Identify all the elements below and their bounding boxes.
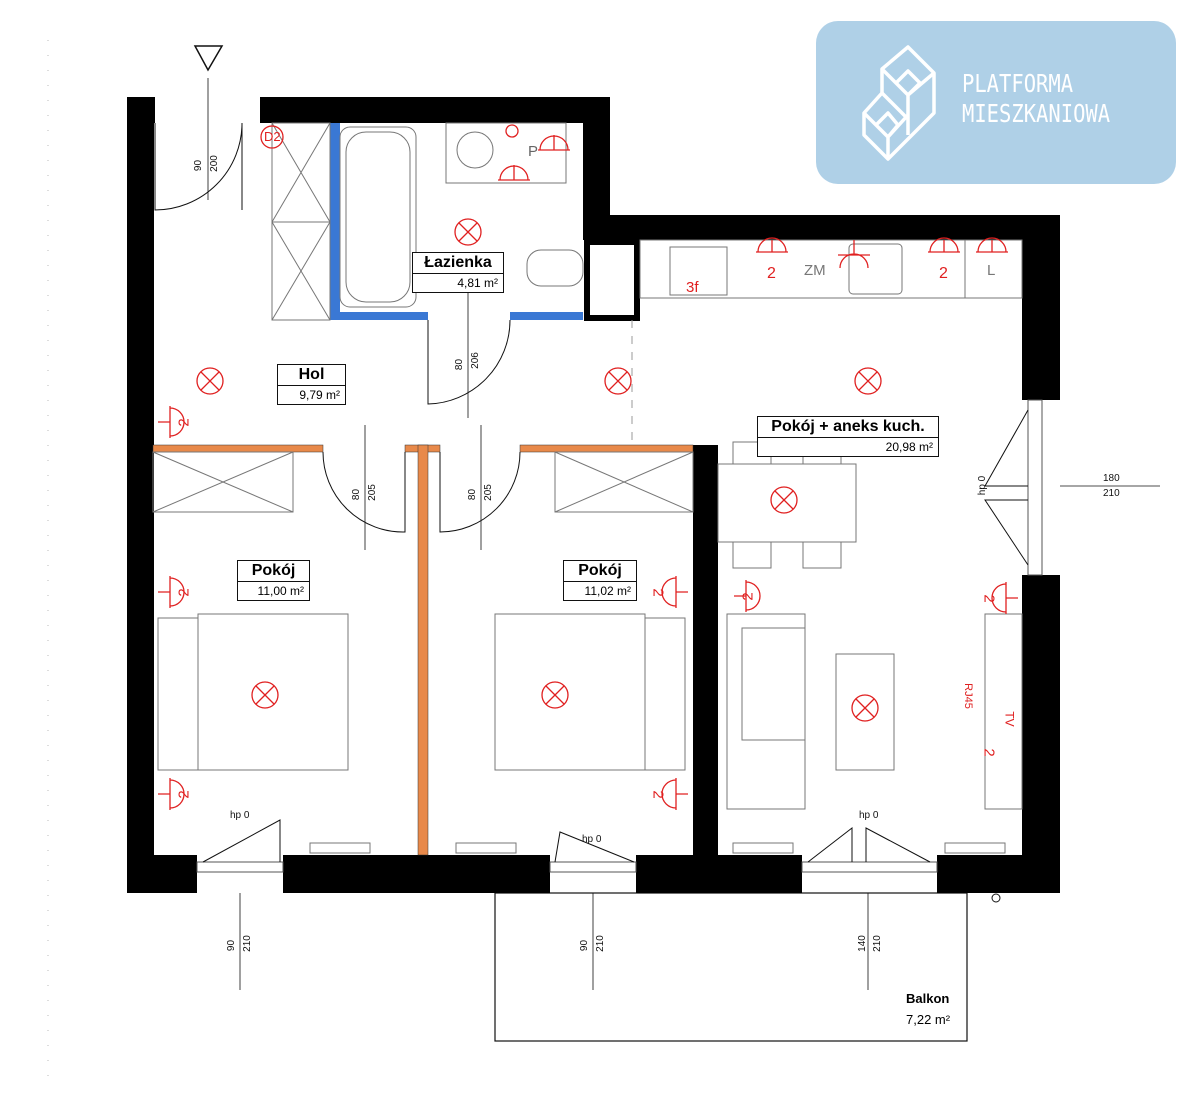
socket-count: 2 (175, 790, 193, 799)
tv-symbol: TV (1002, 711, 1017, 727)
dim-width: 90 (579, 939, 591, 952)
room-area: 11,02 m² (584, 584, 631, 598)
room-name: Hol (278, 365, 345, 386)
room-label-bedroom-left: Pokój 11,00 m² (237, 560, 310, 601)
room-area: 9,79 m² (299, 388, 340, 402)
socket-icons (158, 135, 1018, 810)
dim-height: 210 (594, 935, 606, 952)
d2-symbol: D2 (264, 129, 281, 144)
socket-count: 2 (980, 594, 998, 603)
dim-width: 80 (454, 358, 466, 371)
logo-line2: MIESZKANIOWA (962, 99, 1111, 128)
sill-height: hp 0 (230, 810, 250, 821)
dim-height: 210 (241, 935, 253, 952)
room-name: Pokój + aneks kuch. (758, 417, 938, 438)
dim-width: 80 (467, 488, 479, 501)
doors (154, 122, 633, 533)
room-name: Łazienka (413, 253, 503, 274)
socket-count: 2 (939, 265, 948, 282)
socket-count: 2 (649, 588, 667, 597)
dim-height: 210 (1103, 488, 1120, 499)
dim-width: 140 (856, 935, 868, 952)
socket-count: 2 (980, 748, 998, 757)
exterior-walls (127, 97, 1060, 893)
socket-count: 2 (739, 592, 757, 601)
dim-width: 80 (351, 488, 363, 501)
room-label-hall: Hol 9,79 m² (277, 364, 346, 405)
logo-cube-icon (862, 45, 936, 161)
room-label-bedroom-right: Pokój 11,02 m² (563, 560, 637, 601)
entrance-marker-icon (193, 45, 224, 72)
dimension-lines (207, 78, 1160, 990)
zm-symbol: ZM (804, 262, 826, 279)
sill-height: hp 0 (977, 475, 989, 496)
l-symbol: L (987, 262, 996, 279)
dim-height: 206 (469, 352, 481, 369)
sill-height: hp 0 (582, 834, 602, 845)
room-name: Pokój (238, 561, 309, 582)
dim-height: 205 (366, 484, 378, 501)
p-symbol: P (528, 143, 539, 160)
window-sashes (202, 409, 1029, 863)
windows (196, 399, 1043, 873)
ventilation-shaft (584, 239, 640, 321)
socket-count: 2 (175, 588, 193, 597)
room-label-living-kitchen: Pokój + aneks kuch. 20,98 m² (757, 416, 939, 457)
rj45-symbol: RJ45 (961, 683, 974, 709)
room-area: 20,98 m² (885, 440, 933, 454)
bathroom-walls (330, 123, 583, 320)
dim-width: 180 (1103, 473, 1120, 484)
dim-height: 205 (482, 484, 494, 501)
balcony-area: 7,22 m² (906, 1012, 951, 1027)
balcony-name: Balkon (906, 991, 950, 1006)
socket-count: 2 (649, 790, 667, 799)
sill-height: hp 0 (859, 810, 879, 821)
dim-height: 200 (208, 155, 220, 172)
dim-width: 90 (193, 159, 205, 172)
dim-height: 210 (871, 935, 883, 952)
ceiling-light-icons (196, 124, 882, 722)
socket-count: 2 (767, 265, 776, 282)
room-label-bathroom: Łazienka 4,81 m² (412, 252, 504, 293)
cooktop-3f-symbol: 3f (686, 279, 699, 296)
logo-line1: PLATFORMA (962, 69, 1074, 98)
interior-partitions (152, 444, 694, 856)
balcony-outline (494, 892, 968, 1042)
room-name: Pokój (564, 561, 636, 582)
socket-count: 2 (175, 418, 193, 427)
room-area: 4,81 m² (457, 276, 498, 290)
drain-icon (991, 893, 1001, 903)
room-area: 11,00 m² (257, 584, 304, 598)
dim-width: 90 (226, 939, 238, 952)
